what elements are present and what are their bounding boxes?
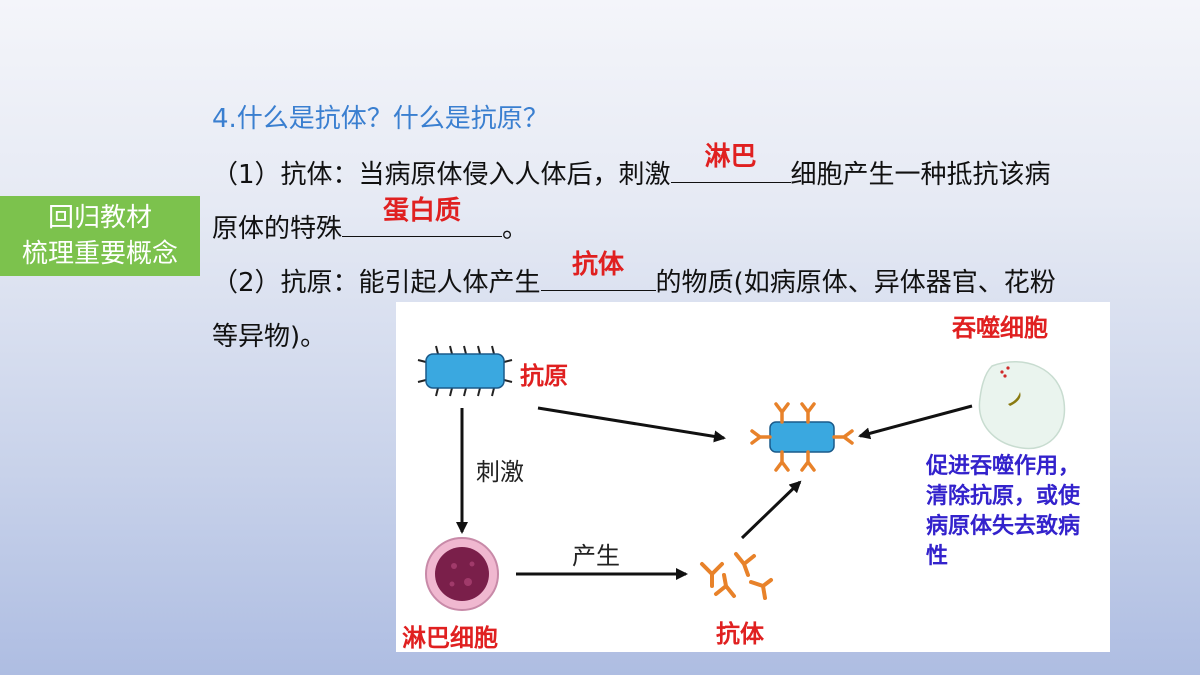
p2-text-a: （2）抗原：能引起人体产生	[212, 268, 541, 298]
arrow-phagocyte	[858, 404, 973, 440]
p1-text-b: 细胞产生一种抵抗该病	[790, 160, 1051, 190]
complex-icon	[750, 402, 854, 472]
p1-text-d: 。	[502, 214, 529, 244]
blank-lymph: 淋巴	[670, 142, 791, 183]
answer-antibody: 抗体	[572, 250, 625, 280]
section-tag-line2: 梳理重要概念	[21, 239, 178, 269]
section-tag-line1: 回归教材	[47, 203, 152, 233]
arrow-antibody-complex	[740, 480, 802, 540]
label-effect: 促进吞噬作用，清除抗原，或使病原体失去致病性	[926, 454, 1081, 569]
label-antibody: 抗体	[716, 620, 764, 648]
phagocyte-icon	[978, 361, 1066, 450]
question-title: 4.什么是抗体？什么是抗原？	[212, 104, 549, 134]
label-produce: 产生	[572, 542, 620, 570]
p1-text-a: （1）抗体：当病原体侵入人体后，刺激	[212, 160, 671, 190]
p1-text-c: 原体的特殊	[212, 214, 343, 244]
blank-antibody: 抗体	[540, 250, 656, 291]
antibodies-icon	[700, 552, 773, 600]
blank-protein: 蛋白质	[342, 196, 503, 237]
paragraph1-line2: 原体的特殊 蛋白质。	[212, 196, 529, 245]
diagram-graphics	[417, 345, 1066, 611]
antigen-icon	[417, 345, 513, 397]
p2-text-b: 的物质(如病原体、异体器官、花粉	[655, 268, 1056, 298]
paragraph1-line1: （1）抗体：当病原体侵入人体后，刺激 淋巴细胞产生一种抵抗该病	[212, 142, 1051, 191]
label-phagocyte: 吞噬细胞	[952, 314, 1048, 342]
lymphocyte-icon	[425, 537, 499, 611]
paragraph2-line2: 等异物)。	[212, 322, 327, 352]
answer-protein: 蛋白质	[383, 196, 462, 226]
label-stimulate: 刺激	[476, 458, 524, 486]
answer-lymph: 淋巴	[704, 142, 757, 172]
section-tag: 回归教材 梳理重要概念	[0, 196, 200, 276]
arrow-antigen-complex	[537, 406, 726, 443]
label-antigen: 抗原	[520, 362, 568, 390]
label-lymphocyte: 淋巴细胞	[402, 624, 498, 652]
immune-diagram: 抗原 刺激 产生 淋巴细胞 抗体 吞噬细胞 促进吞噬作用，清除抗原，或使病原体失…	[396, 302, 1110, 652]
paragraph2-line1: （2）抗原：能引起人体产生 抗体的物质(如病原体、异体器官、花粉	[212, 250, 1056, 299]
